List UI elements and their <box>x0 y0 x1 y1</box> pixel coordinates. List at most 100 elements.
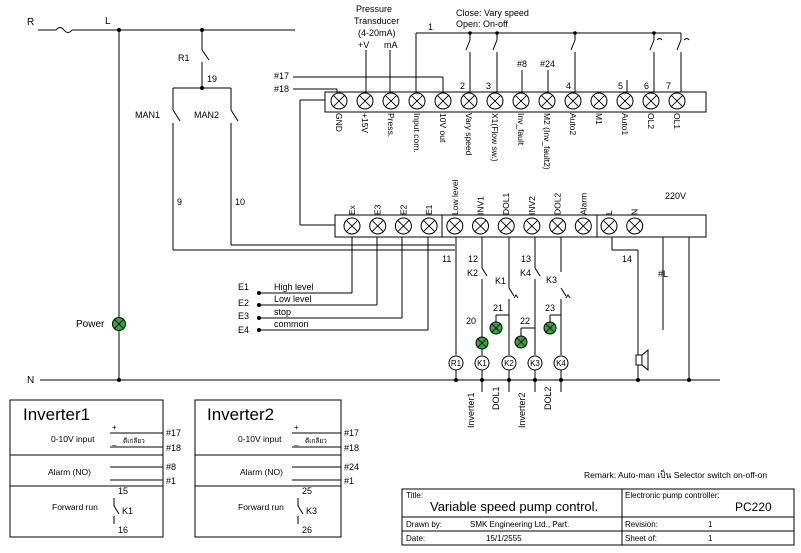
top-terminal-label: Inv_fault <box>516 113 526 146</box>
man2-label: MAN2 <box>194 110 219 120</box>
top-terminal-label: Press. <box>386 113 396 137</box>
top-common-bus <box>415 31 690 95</box>
inverter1-fwd-contact: K1 <box>122 506 133 516</box>
controller-label: Electronic pump controller: <box>625 491 720 500</box>
electrode-e4-label: common <box>274 319 309 329</box>
fuse-symbol <box>55 27 73 33</box>
electrode-e1-id: E1 <box>238 282 249 292</box>
inverter1-shield: ตีเกลียว <box>123 437 145 445</box>
top-terminal-label: Auto2 <box>568 113 578 135</box>
bottom-terminal-label: Low level <box>450 179 460 215</box>
mode-close-text: Close: Vary speed <box>456 8 529 18</box>
bottom-terminal-label: E3 <box>373 204 383 215</box>
supply-220v-label: 220V <box>665 191 686 201</box>
bottom-terminal-label: E2 <box>398 204 408 215</box>
wire-12-label: 12 <box>468 254 478 264</box>
top-wire-2: 2 <box>460 81 465 91</box>
rail-l-label: L <box>105 16 111 27</box>
electrode-e1-label: High level <box>274 282 314 292</box>
inverter2-shield: ตีเกลียว <box>305 437 327 445</box>
top-wire-7: 7 <box>666 81 671 91</box>
top-terminal-14 <box>668 92 686 110</box>
top-terminal-9 <box>538 92 556 110</box>
wire-13-label: 13 <box>521 254 531 264</box>
wire-9-label: 9 <box>177 197 182 207</box>
coil-k1: K1 <box>474 355 490 382</box>
bottom-terminal-label: DOL1 <box>501 193 511 215</box>
bottom-terminal-2 <box>369 217 387 235</box>
ref-17-top: #17 <box>274 71 289 81</box>
inverter2-title: Inverter2 <box>207 405 274 424</box>
output-labels: Inverter1 DOL1 Inverter2 DOL2 <box>466 380 562 428</box>
electrode-e3-id: E3 <box>238 311 249 321</box>
sheet-value: 1 <box>708 534 713 543</box>
title-block: Title: Variable speed pump control. Elec… <box>401 488 795 546</box>
top-terminal-8 <box>512 92 530 110</box>
contact-k2-top: K2 <box>467 268 478 278</box>
sheet-label: Sheet of: <box>625 534 657 543</box>
coil-k2: K2 <box>501 355 517 382</box>
electrode-e2-label: Low level <box>274 294 312 304</box>
inverter1-ref-8: #8 <box>166 462 176 472</box>
pressure-transducer: Pressure Transducer (4-20mA) +V mA <box>354 4 399 95</box>
inverter1-fwd-bottom: 16 <box>118 525 128 535</box>
top-terminal-5 <box>434 92 452 110</box>
wire-20-label: 20 <box>466 316 476 326</box>
rail-r-label: R <box>27 17 34 28</box>
ref-18-top: #18 <box>274 84 289 94</box>
bottom-terminal-5 <box>446 217 464 235</box>
inverter1-fwd-top: 15 <box>118 486 128 496</box>
inverter1-plus: + <box>112 423 117 432</box>
power-label: Power <box>76 319 105 330</box>
top-terminal-6 <box>460 92 478 110</box>
inverter2-ref-1: #1 <box>344 476 354 486</box>
inverter1-input-label: 0-10V input <box>51 434 95 444</box>
top-terminal-11 <box>590 92 608 110</box>
level-electrodes: E1 E2 E3 E4 High level Low level stop co… <box>238 237 429 335</box>
wire-22-label: 22 <box>520 316 530 326</box>
bottom-terminal-12 <box>626 217 644 235</box>
bottom-terminal-8 <box>523 217 541 235</box>
ref-24-top: #24 <box>540 59 555 69</box>
transducer-plus-v: +V <box>358 40 369 50</box>
inverter1-ref-18: #18 <box>166 443 181 453</box>
bottom-terminal-label: Ex <box>347 204 357 215</box>
bottom-terminal-3 <box>394 217 412 235</box>
remark-text: Remark: Auto-man เป็น Selector switch on… <box>584 469 767 480</box>
coil-label: K2 <box>504 359 514 368</box>
wire-10-label: 10 <box>235 197 245 207</box>
bottom-terminal-6 <box>472 217 489 235</box>
top-wire-3: 3 <box>486 81 491 91</box>
power-lamp: Power <box>76 317 126 331</box>
inverter1-alarm-label: Alarm (NO) <box>48 467 91 477</box>
top-terminal-label: Auto1 <box>620 113 630 135</box>
top-terminal-label: GND <box>334 113 344 132</box>
date-label: Date: <box>406 534 425 543</box>
inverter1-ref-17: #17 <box>166 428 181 438</box>
top-terminal-3 <box>382 92 400 110</box>
bottom-terminal-label: INV1 <box>476 196 486 215</box>
inverter2-input-label: 0-10V input <box>238 434 282 444</box>
alarm-horn-icon <box>635 348 649 372</box>
top-terminal-label: 10V out <box>438 113 448 143</box>
inverter2-fwd-top: 25 <box>302 486 312 496</box>
controller-value: PC220 <box>735 500 772 514</box>
bottom-terminal-4 <box>420 217 438 235</box>
coil-label: K3 <box>530 359 540 368</box>
electrode-e3-label: stop <box>274 307 291 317</box>
coil-r1: R1 <box>448 355 464 382</box>
bottom-terminal-7 <box>497 217 515 235</box>
contact-k1-mid: K1 <box>495 276 506 286</box>
transducer-line1: Pressure <box>356 4 392 14</box>
transducer-ma: mA <box>384 40 398 50</box>
revision-label: Revision: <box>625 520 658 529</box>
transducer-line2: Transducer <box>354 16 399 26</box>
top-terminal-label: M1 <box>594 113 604 125</box>
output-circuit: 11 12 13 14 K2 20 K1 21 K4 22 <box>442 237 691 382</box>
top-terminal-label: Input com. <box>412 113 422 153</box>
top-terminal-4 <box>408 92 426 110</box>
